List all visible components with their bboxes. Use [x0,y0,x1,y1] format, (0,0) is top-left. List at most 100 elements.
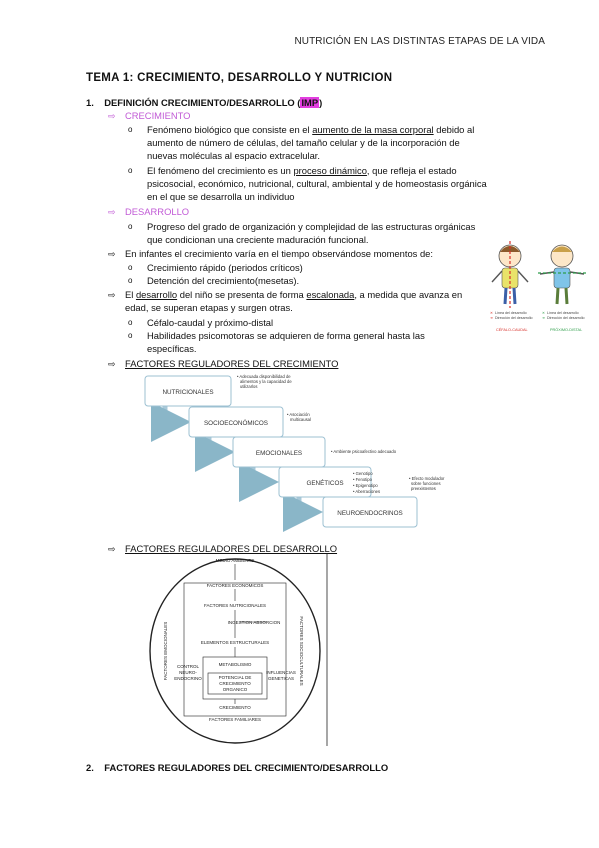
note-line: sobre funciones [411,481,441,486]
text-span: El fenómeno del crecimiento es un [147,165,294,176]
svg-text:➜: ➜ [490,316,494,320]
crecimiento-item-2-line-2: psicosocial, económico, nutricional, cul… [147,178,487,189]
label-influencias: INFLUENCIAS [266,670,296,675]
label-potencial: ORGANICO [223,687,248,692]
section-number: 2. [86,762,94,773]
label-potencial: CRECIMIENTO [219,681,251,686]
text-span: El [125,289,136,300]
crecimiento-item-1-line-1: Fenómeno biológico que consiste en el au… [147,124,474,136]
label-potencial: POTENCIAL DE [219,675,252,680]
development-factors-circle-diagram: MEDIO AMBIENTE FACTORES ECONOMICOS FACTO… [149,554,328,746]
circle-bullet-icon: o [128,276,133,285]
child-right-illustration [538,244,586,305]
legend-2a: Línea del desarrollo [547,311,579,315]
text-span: , a medida que avanza en [354,289,463,300]
arrow-bullet-icon: ⇨ [108,359,116,369]
circle-bullet-icon: o [128,318,133,327]
label-ingestion-absorcion: INGESTION ABSORCION [228,620,281,625]
label-metabolismo: METABOLISMO [219,662,252,667]
note-line: • Adecuada disponibilidad de [237,374,291,379]
document-title: TEMA 1: CRECIMIENTO, DESARROLLO Y NUTRIC… [86,72,393,84]
text-span: , que refleja el estado [366,165,457,176]
label-influencias: GENETICAS [268,676,294,681]
label-factores-familiares: FACTORES FAMILIARES [209,717,261,722]
circle-bullet-icon: o [128,125,133,134]
legend-2b: Dirección del desarrollo [547,316,585,320]
crecimiento-item-1-line-2: aumento de número de células, del tamaño… [147,137,460,148]
text-span: debido al [433,124,475,135]
step-nutricionales: NUTRICIONALES [162,389,213,396]
step-socioeconomicos: SOCIOECONÓMICOS [204,418,268,427]
label-factores-economicos: FACTORES ECONOMICOS [207,583,264,588]
label-crecimiento: CRECIMIENTO [219,705,251,710]
label-elementos-estructurales: ELEMENTOS ESTRUCTURALES [201,640,269,645]
desarrollo-item-a: Céfalo-caudal y próximo-distal [147,317,274,328]
section-title: DEFINICIÓN CRECIMIENTO/DESARROLLO ( [104,97,301,108]
step-neuroendocrinos: NEUROENDOCRINOS [337,510,402,517]
note-line: • Genotipo [353,471,373,476]
label-factores-emocionales: FACTORES EMOCIONALES [163,622,168,680]
infantes-item-a: Crecimiento rápido (periodos críticos) [147,262,303,273]
note-line: • Ambiente psicoafectivo adecuado [331,449,397,454]
circle-bullet-icon: o [128,263,133,272]
svg-text:✕: ✕ [490,311,493,315]
note-line: • Fenotipo [353,477,373,482]
desarrollo-escalonado-line-1: El desarrollo del niño se presenta de fo… [125,289,462,301]
arrow-bullet-icon: ⇨ [108,290,116,300]
child-development-figure: ✕ Línea del desarrollo ➜ Dirección del d… [490,241,586,332]
svg-text:➜: ➜ [542,316,546,320]
note-line: alimentos y la capacidad de [240,379,292,384]
circle-bullet-icon: o [128,222,133,231]
underlined-text: escalonada [306,289,355,300]
step-emocionales: EMOCIONALES [256,450,302,457]
label-factores-socioculturales: FACTORES SOCIOCULTURALES [299,616,304,685]
step-geneticos: GENÉTICOS [306,478,343,487]
note-line: • Asociación [287,412,310,417]
caption-proximo-distal: PRÓXIMO-DISTAL [550,327,582,332]
note-line: preexistentes [411,486,436,491]
note-line: • Aberraciones [353,489,380,494]
legend-1b: Dirección del desarrollo [495,316,533,320]
underlined-text: proceso dinámico [293,165,367,176]
factores-crecimiento-heading: FACTORES REGULADORES DEL CRECIMIENTO [125,358,339,369]
note-line: utilizarlos [240,384,257,389]
crecimiento-item-2-line-1: El fenómeno del crecimiento es un proces… [147,165,457,177]
label-medio-ambiente: MEDIO AMBIENTE [216,558,255,563]
section-2-heading: 2. FACTORES REGULADORES DEL CRECIMIENTO/… [86,762,388,774]
note-line: • Efecto modulador [409,476,445,481]
desarrollo-item-line-2: que condicionan una creciente maduración… [147,234,369,245]
highlight-badge: IMP [300,97,320,108]
svg-text:✕: ✕ [542,311,545,315]
running-header: NUTRICIÓN EN LAS DISTINTAS ETAPAS DE LA … [294,36,545,47]
note-line: • Epigenotipo [353,483,378,488]
circle-bullet-icon: o [128,166,133,175]
label-factores-nutricionales: FACTORES NUTRICIONALES [204,603,266,608]
section-title-close: ) [319,97,323,108]
circle-bullet-icon: o [128,331,133,340]
arrow-bullet-icon: ⇨ [108,544,116,554]
infantes-item-b: Detención del crecimiento(mesetas). [147,275,300,286]
desarrollo-escalonado-line-2: edad, se superan etapas y surgen otras. [125,302,293,313]
section-title: FACTORES REGULADORES DEL CRECIMIENTO/DES… [104,762,389,773]
desarrollo-item-line-1: Progreso del grado de organización y com… [147,221,476,232]
desarrollo-item-b-line-1: Habilidades psicomotoras se adquieren de… [147,330,425,341]
text-span: del niño se presenta de forma [177,289,307,300]
crecimiento-label: CRECIMIENTO [125,110,191,121]
label-control: ENDOCRINO [174,676,202,681]
caption-cefalo-caudal: CÉFALO-CAUDAL [496,327,528,332]
underlined-text: desarrollo [135,289,178,300]
arrow-bullet-icon: ⇨ [108,111,116,121]
underlined-text: aumento de la masa corporal [312,124,434,135]
child-left-illustration [491,241,529,308]
arrow-bullet-icon: ⇨ [108,207,116,217]
factores-desarrollo-heading: FACTORES REGULADORES DEL DESARROLLO [125,543,338,554]
infantes-line: En infantes el crecimiento varía en el t… [125,248,433,259]
section-number: 1. [86,97,94,108]
section-1-heading: 1. DEFINICIÓN CRECIMIENTO/DESARROLLO (IM… [86,97,322,109]
text-span: Fenómeno biológico que consiste en el [147,124,313,135]
growth-factors-staircase-diagram: NUTRICIONALES SOCIOECONÓMICOS EMOCIONALE… [144,374,445,532]
legend-1a: Línea del desarrollo [495,311,527,315]
label-control: NEURO- [179,670,197,675]
note-line: multicausal [290,417,311,422]
label-control: CONTROL [177,664,199,669]
